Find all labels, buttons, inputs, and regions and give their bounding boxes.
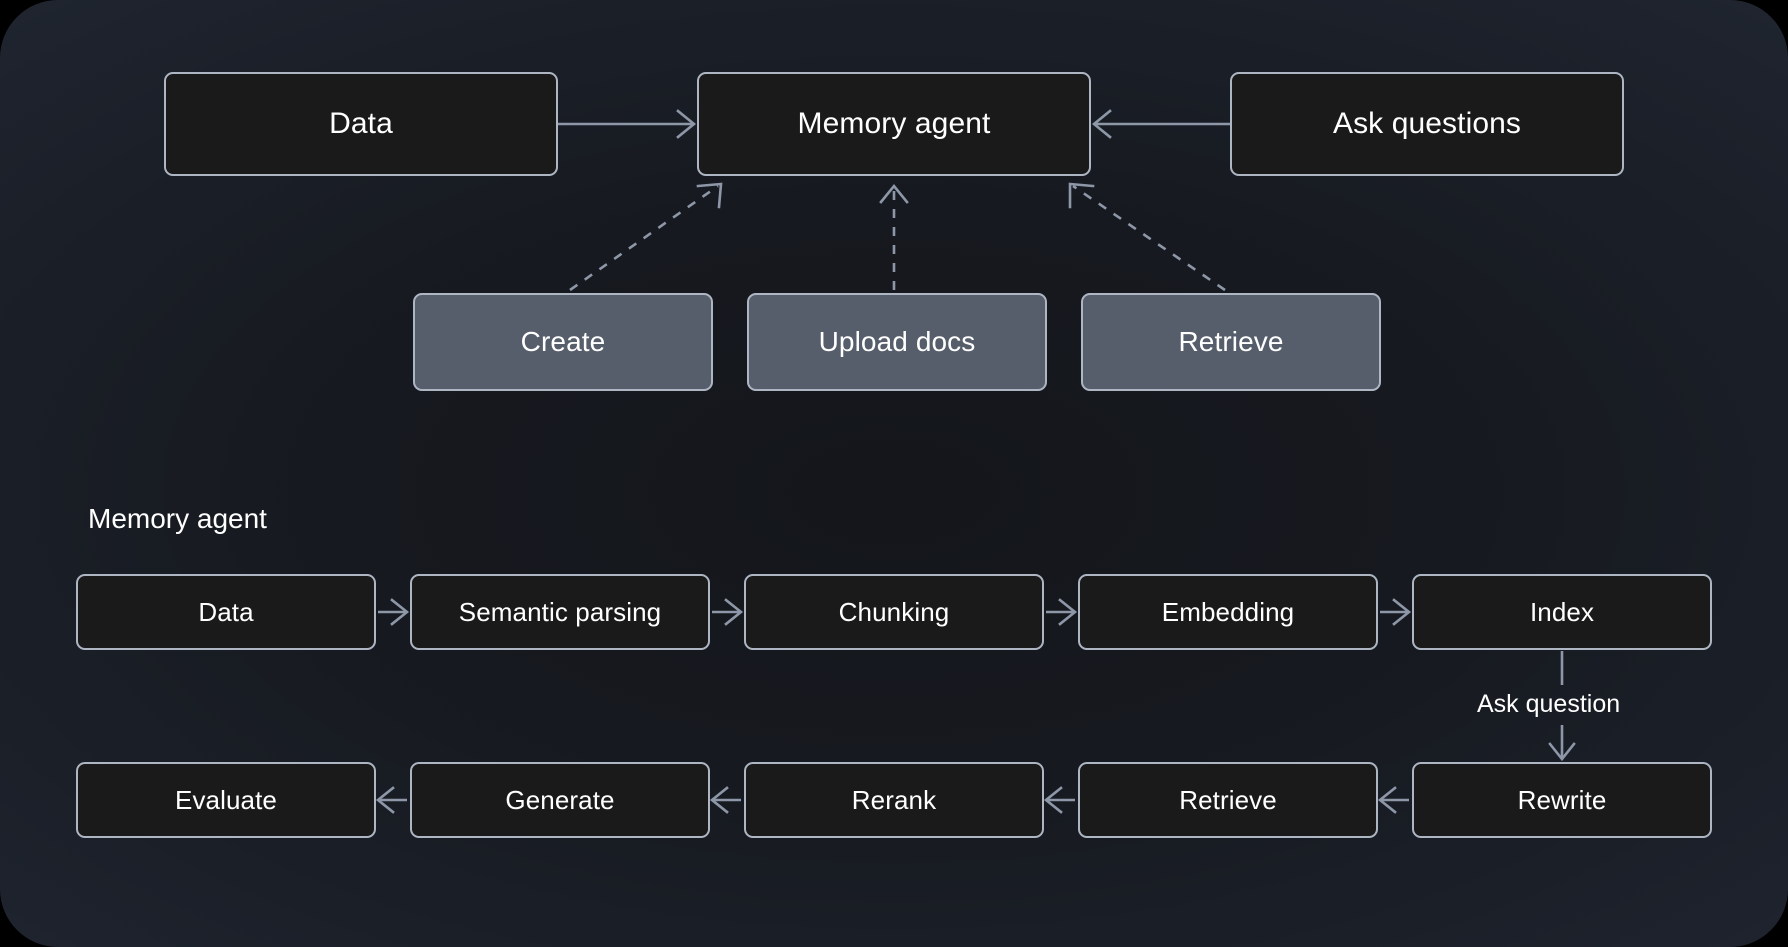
node-upload-docs[interactable]: Upload docs <box>747 293 1047 391</box>
edge-label-ask-question: Ask question <box>1477 690 1621 718</box>
edge-semantic-parsing-to-chunking <box>712 598 744 626</box>
node-pipeline-rerank[interactable]: Rerank <box>744 762 1044 838</box>
edge-rerank-to-generate <box>709 786 741 814</box>
edge-create-to-memory-agent <box>569 182 723 292</box>
node-pipeline-chunking[interactable]: Chunking <box>744 574 1044 650</box>
node-create[interactable]: Create <box>413 293 713 391</box>
node-pipeline-evaluate[interactable]: Evaluate <box>76 762 376 838</box>
edge-data-to-memory-agent <box>558 109 697 139</box>
edge-ask-questions-to-memory-agent <box>1091 109 1230 139</box>
edge-generate-to-evaluate <box>375 786 407 814</box>
edge-chunking-to-embedding <box>1046 598 1078 626</box>
edge-rewrite-to-retrieve <box>1377 786 1409 814</box>
node-memory-agent[interactable]: Memory agent <box>697 72 1091 176</box>
edge-data-to-semantic-parsing <box>378 598 410 626</box>
node-pipeline-generate[interactable]: Generate <box>410 762 710 838</box>
node-ask-questions[interactable]: Ask questions <box>1230 72 1624 176</box>
edge-embedding-to-index <box>1380 598 1412 626</box>
node-pipeline-data[interactable]: Data <box>76 574 376 650</box>
node-data-overview[interactable]: Data <box>164 72 558 176</box>
edge-retrieve-to-rerank <box>1043 786 1075 814</box>
edge-upload-docs-to-memory-agent <box>879 183 909 290</box>
section-title-memory-agent: Memory agent <box>88 503 267 534</box>
node-pipeline-embedding[interactable]: Embedding <box>1078 574 1378 650</box>
node-pipeline-retrieve[interactable]: Retrieve <box>1078 762 1378 838</box>
node-pipeline-index[interactable]: Index <box>1412 574 1712 650</box>
edge-retrieve-to-memory-agent <box>1068 182 1226 292</box>
node-pipeline-rewrite[interactable]: Rewrite <box>1412 762 1712 838</box>
node-pipeline-semantic-parsing[interactable]: Semantic parsing <box>410 574 710 650</box>
node-retrieve-overview[interactable]: Retrieve <box>1081 293 1381 391</box>
